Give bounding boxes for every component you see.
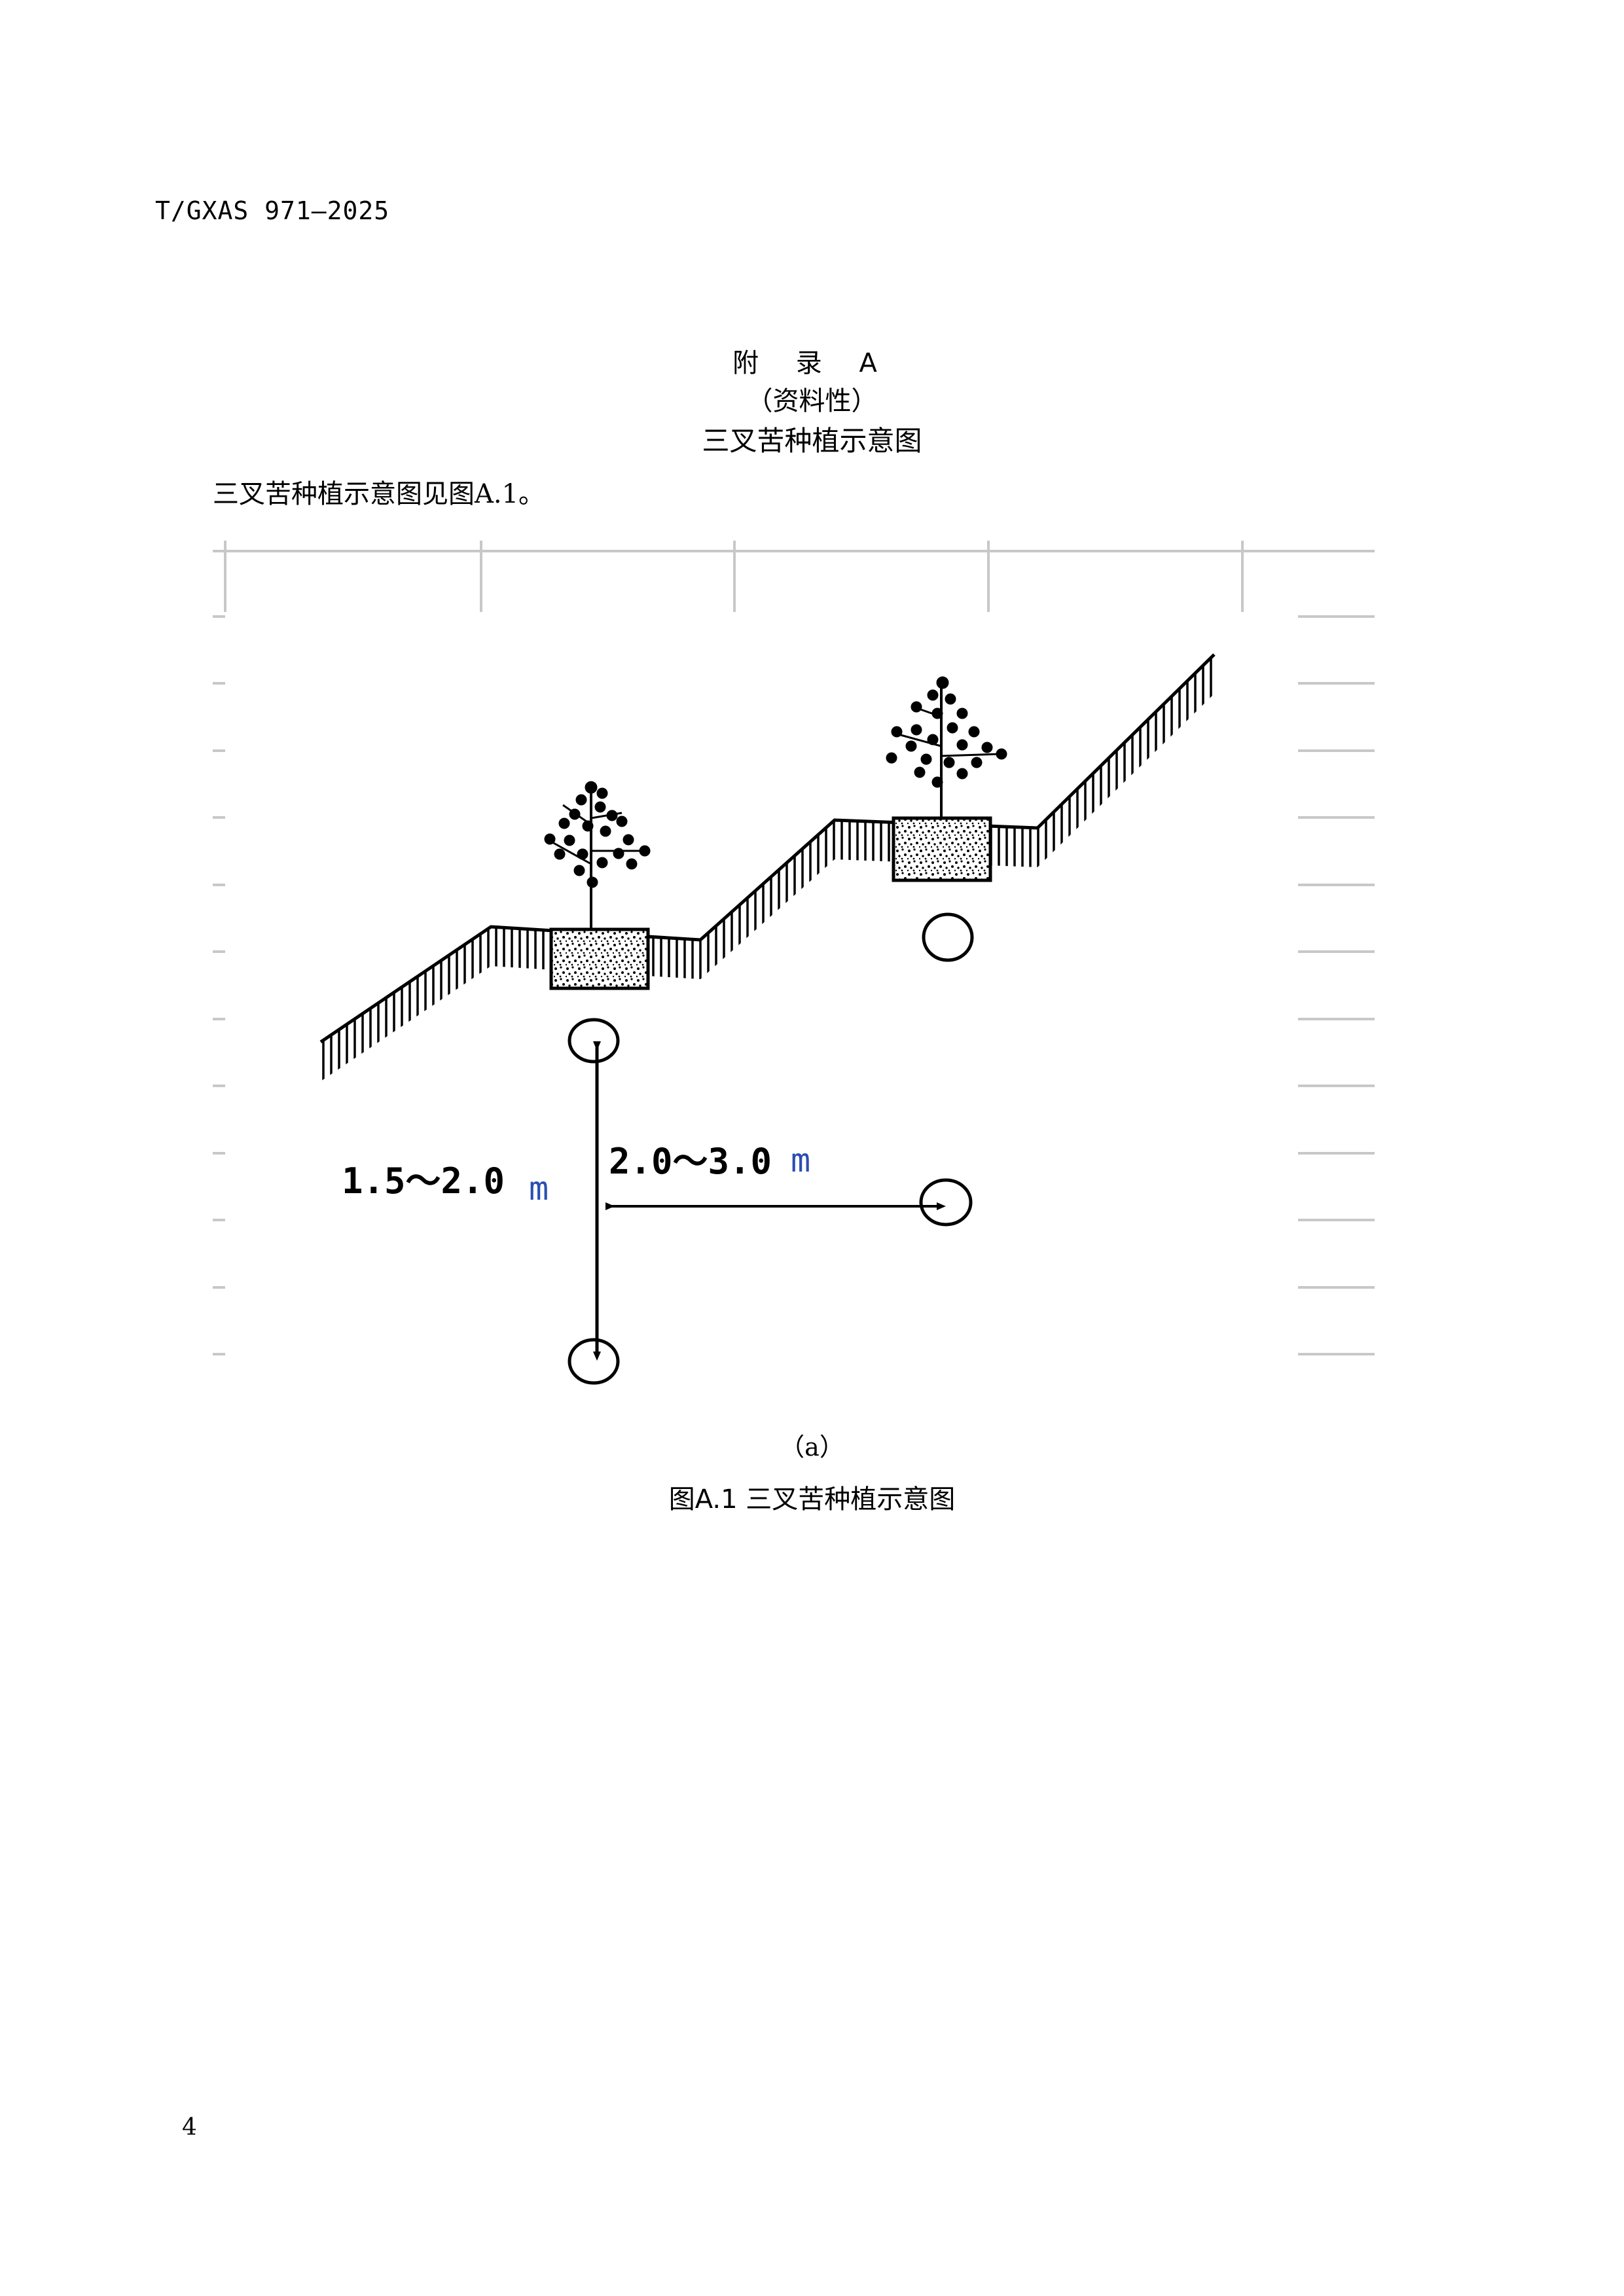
position-marker-circle xyxy=(568,1338,620,1385)
row-spacing-label: 1.5～2.0 xyxy=(342,1160,505,1202)
seedling-right-icon xyxy=(886,676,1007,818)
page-number: 4 xyxy=(182,2114,197,2141)
planting-pit-left xyxy=(549,927,650,990)
position-marker-circle xyxy=(568,1018,620,1064)
terrace-slope xyxy=(319,653,1216,1081)
annex-name: 三叉苦种植示意图 xyxy=(702,425,922,457)
figure-caption: 图A.1 三叉苦种植示意图 xyxy=(668,1484,956,1515)
figure-subcaption: （a） xyxy=(780,1433,844,1462)
plant-spacing-unit: m xyxy=(791,1141,810,1179)
position-marker-circle xyxy=(919,1178,973,1227)
position-marker-circle xyxy=(922,912,974,962)
planting-pit-right xyxy=(892,816,992,882)
standard-number: T/GXAS 971—2025 xyxy=(155,196,390,225)
right-margin-ticks xyxy=(1298,615,1375,1355)
diagram-frame xyxy=(213,541,1375,612)
row-spacing-unit: m xyxy=(529,1170,549,1208)
plant-spacing-label: 2.0～3.0 xyxy=(609,1141,772,1182)
seedling-left-icon xyxy=(544,781,651,929)
intro-paragraph: 三叉苦种植示意图见图A.1。 xyxy=(213,479,545,509)
left-margin-ticks xyxy=(213,615,225,1355)
annex-title: 附 录 A xyxy=(732,348,892,378)
annex-type: （资料性） xyxy=(746,386,878,416)
